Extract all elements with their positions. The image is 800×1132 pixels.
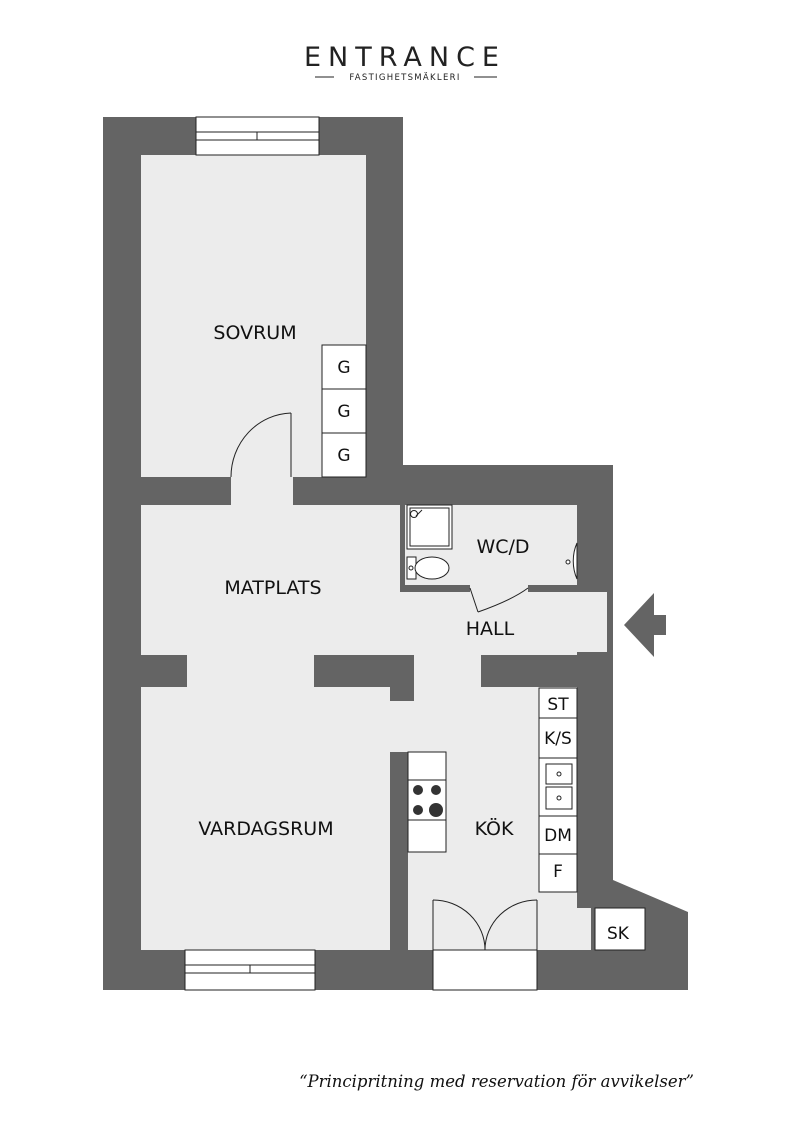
label-st: ST bbox=[547, 695, 569, 715]
washbasin-bowl bbox=[572, 542, 578, 580]
burner-1 bbox=[413, 785, 423, 795]
toilet-icon bbox=[406, 556, 450, 580]
wall-center-stub bbox=[314, 655, 414, 687]
wardrobes: G G G bbox=[321, 344, 367, 478]
closet-sk bbox=[594, 907, 646, 951]
burner-4 bbox=[429, 803, 443, 817]
room-wc: WC/D bbox=[476, 536, 529, 558]
windows bbox=[184, 116, 538, 991]
washbasin-icon bbox=[565, 542, 578, 580]
kitchen-labels: ST K/S DM F SK bbox=[544, 695, 630, 944]
label-sk: SK bbox=[607, 924, 630, 944]
sink-basin-1-icon bbox=[545, 763, 573, 785]
wardrobe-label-1: G bbox=[337, 358, 350, 378]
floor-vardagsrum bbox=[141, 688, 390, 950]
counter-f bbox=[538, 853, 578, 893]
shower-hose bbox=[415, 509, 423, 517]
door-kok-right-swing bbox=[484, 899, 538, 951]
floor-kok-lower bbox=[577, 908, 591, 950]
washbasin-drain bbox=[565, 559, 571, 565]
wall-matplats-left-stub bbox=[141, 655, 187, 687]
shower-head-icon bbox=[410, 510, 418, 518]
logo-tagline: FASTIGHETSMÄKLERI bbox=[349, 72, 460, 83]
wardrobe-label-3: G bbox=[337, 446, 350, 466]
room-sovrum: SOVRUM bbox=[213, 322, 296, 344]
label-f: F bbox=[553, 862, 563, 882]
interior-walls bbox=[141, 652, 613, 950]
room-labels: SOVRUM MATPLATS WC/D HALL VARDAGSRUM KÖK bbox=[198, 322, 529, 840]
wall-kitchen-right-stub bbox=[481, 655, 577, 687]
toilet-button bbox=[408, 565, 414, 571]
wardrobe-3 bbox=[321, 432, 367, 478]
doors bbox=[230, 412, 538, 951]
wardrobe-2 bbox=[321, 388, 367, 434]
label-dm: DM bbox=[544, 826, 572, 846]
openings bbox=[231, 477, 607, 652]
disclaimer: “Principritning med reservation för avvi… bbox=[299, 1072, 694, 1091]
floor-corridor-west bbox=[390, 700, 408, 752]
room-matplats: MATPLATS bbox=[224, 577, 321, 599]
room-vardagsrum: VARDAGSRUM bbox=[198, 818, 333, 840]
room-kok: KÖK bbox=[475, 817, 514, 840]
label-ks: K/S bbox=[544, 729, 572, 749]
sink-drain-1 bbox=[556, 771, 562, 777]
door-wc-leaf bbox=[469, 587, 479, 613]
logo: ENTRANCE FASTIGHETSMÄKLERI bbox=[304, 42, 506, 83]
kitchen-island bbox=[407, 751, 447, 853]
wall-center-drop bbox=[390, 687, 414, 701]
sink-basin-2-icon bbox=[545, 786, 573, 810]
counter-dm bbox=[538, 815, 578, 855]
entrance-arrow-icon bbox=[624, 593, 666, 657]
shower-inner bbox=[409, 507, 450, 547]
wc-door-gap bbox=[470, 585, 528, 593]
door-sovrum-swing bbox=[230, 412, 292, 478]
room-hall: HALL bbox=[466, 618, 515, 640]
shower-icon bbox=[406, 504, 453, 550]
logo-name: ENTRANCE bbox=[304, 42, 506, 73]
wall-hall-right bbox=[577, 652, 613, 680]
door-opening-sovrum bbox=[231, 477, 293, 505]
toilet-bowl bbox=[414, 556, 450, 580]
wardrobe-label-2: G bbox=[337, 402, 350, 422]
entrance-opening bbox=[577, 590, 607, 652]
burner-2 bbox=[431, 785, 441, 795]
sink-drain-2 bbox=[556, 795, 562, 801]
door-wc-swing bbox=[477, 587, 529, 613]
wc-fixtures bbox=[406, 504, 578, 580]
burner-3 bbox=[413, 805, 423, 815]
kitchen-counter-right bbox=[538, 687, 646, 951]
window-kok bbox=[432, 949, 538, 991]
counter-st bbox=[538, 687, 578, 719]
door-kok-left-swing bbox=[432, 899, 486, 951]
wall-kok-divider bbox=[390, 752, 408, 950]
